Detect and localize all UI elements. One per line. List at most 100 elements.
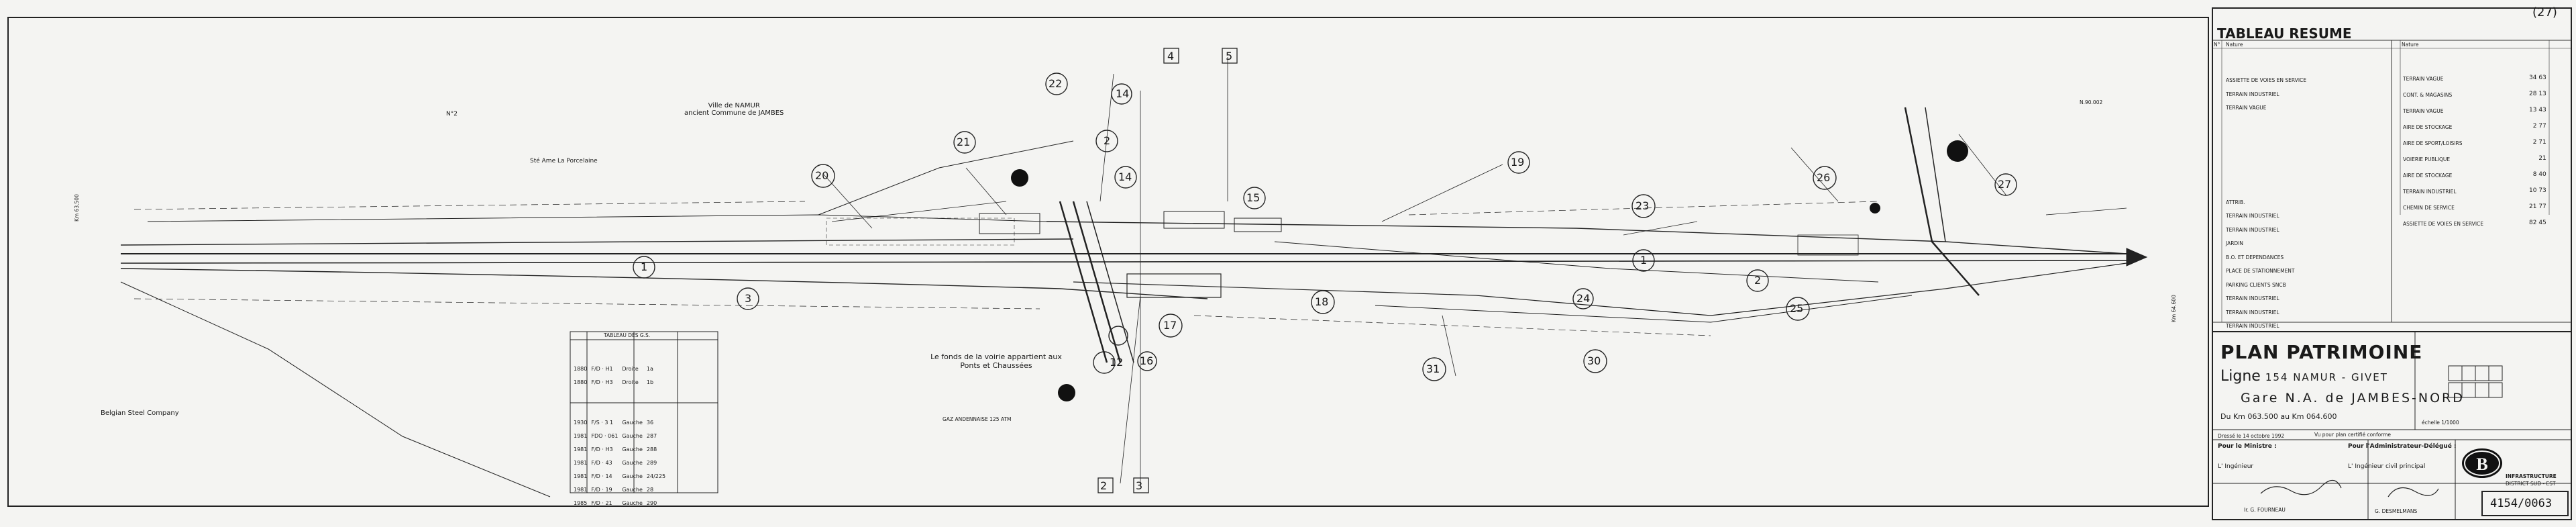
col-no: N° [2214,42,2220,48]
infrastructure-label: INFRASTRUCTURE [2506,473,2557,479]
sheet-number: 4154/0063 [2490,497,2553,510]
porcelaine-label: Sté Ame La Porcelaine [530,158,598,164]
list-item: CHEMIN DE SERVICE [2403,205,2455,211]
list-item: JARDIN [2226,240,2244,246]
ingenieur-name: Ir. G. FOURNEAU [2244,507,2286,513]
callout-2b: 2 [1754,274,1762,287]
list-item: 2 77 [2532,123,2546,130]
callout-30: 30 [1587,354,1601,367]
callout-14b: 14 [1118,171,1132,183]
list-item: AIRE DE STOCKAGE [2403,173,2453,179]
ingenieur-chef-label: L' Ingénieur civil principal [2348,463,2426,470]
list-item: PARKING CLIENTS SNCB [2226,281,2286,288]
list-item: ATTRIB. [2226,199,2245,205]
callout-25: 25 [1790,302,1804,315]
callout-3: 3 [745,292,752,305]
list-item: 21 77 [2529,203,2546,210]
list-item: VOIERIE PUBLIQUE [2403,156,2451,162]
signature-ministre [2260,479,2342,495]
callout-5: 5 [1226,50,1233,62]
callout-2: 2 [1104,134,1111,147]
list-item: 8 40 [2532,171,2546,178]
list-item: TERRAIN INDUSTRIEL [2226,309,2279,316]
callout-1b: 1 [1640,254,1648,267]
callout-3b: 3 [1136,479,1143,492]
certified-note: Vu pour plan certifié conforme [2314,432,2392,438]
resume-right-list: TERRAIN VAGUE CONT. & MAGASINS TERRAIN V… [2403,71,2483,232]
belgian-steel-label: Belgian Steel Company [101,410,179,417]
list-item: 34 63 [2529,75,2546,81]
km-right-label: Km 64.600 [2171,295,2177,322]
scale: échelle 1/1000 [2422,420,2459,426]
km-left-label: Km 63.500 [74,194,80,222]
list-item: TERRAIN INDUSTRIEL [2226,226,2279,233]
pour-ministre: Pour le Ministre : [2218,443,2277,450]
list-item: 21 [2538,155,2546,162]
line-label: Ligne 154 NAMUR - GIVET [2220,368,2388,385]
list-item: TERRAIN VAGUE [2403,76,2444,82]
list-item: TERRAIN INDUSTRIEL [2226,91,2279,97]
callout-4: 4 [1167,50,1175,62]
resume-title: TABLEAU RESUME [2217,26,2352,42]
callout-16: 16 [1140,354,1154,367]
pour-admin: Pour l'Administrateur-Délégué : [2348,443,2457,450]
plot-number-label: N°2 [446,111,458,117]
ville-label: Ville de NAMUR ancient Commune de JAMBES [684,102,784,117]
callout-26: 26 [1817,171,1831,184]
list-item: TERRAIN INDUSTRIEL [2226,323,2279,329]
signature-admin [2387,487,2439,497]
list-item: CONT. & MAGASINS [2403,92,2453,98]
resume-left-list: ASSIETTE DE VOIES EN SERVICE TERRAIN IND… [2226,74,2306,334]
sncb-logo: B [2462,448,2502,478]
ingenieur-chef-name: G. DESMELMANS [2375,508,2418,514]
district-label: DISTRICT SUD - EST [2506,481,2556,487]
callout-14: 14 [1116,87,1130,100]
legend-border [2212,7,2572,520]
main-border [7,17,2209,507]
callout-22: 22 [1049,77,1063,90]
callout-24: 24 [1576,292,1591,305]
list-item: TERRAIN INDUSTRIEL [2403,189,2457,195]
callout-2c: 2 [1100,479,1108,492]
callout-12: 12 [1110,356,1124,369]
list-item: TERRAIN INDUSTRIEL [2226,213,2279,219]
list-item: 2 71 [2532,139,2546,146]
list-item: AIRE DE STOCKAGE [2403,124,2453,130]
plan-title: PLAN PATRIMOINE [2220,341,2423,363]
list-item: ASSIETTE DE VOIES EN SERVICE [2403,221,2484,227]
resume-right-values: 34 63 28 13 13 43 2 77 2 71 21 8 40 10 7… [2529,70,2546,231]
fonds-note: Le fonds de la voirie appartient aux Pon… [930,352,1062,370]
gaz-label: GAZ ANDENNAISE 125 ATM [943,416,1012,422]
callout-15: 15 [1246,191,1260,204]
callout-18: 18 [1315,295,1329,308]
list-item: TERRAIN INDUSTRIEL [2226,295,2279,301]
callout-27: 27 [1998,178,2012,191]
callout-19: 19 [1511,156,1525,169]
list-item: 28 13 [2529,91,2546,97]
callout-1: 1 [641,260,648,273]
callout-23: 23 [1635,199,1650,212]
sheet-index: (27) [2532,5,2557,19]
col-nature-left: Nature [2226,42,2243,48]
list-item: TERRAIN VAGUE [2403,108,2444,114]
list-item: PLACE DE STATIONNEMENT [2226,268,2295,274]
callout-21: 21 [957,136,971,148]
km-range: Du Km 063.500 au Km 064.600 [2220,412,2337,421]
list-item: AIRE DE SPORT/LOISIRS [2403,140,2463,146]
list-item: 10 73 [2529,187,2546,194]
ref-label: N.90.002 [2080,99,2103,105]
callout-31: 31 [1426,363,1440,375]
station-name: Gare N.A. de JAMBES-NORD [2241,391,2465,405]
